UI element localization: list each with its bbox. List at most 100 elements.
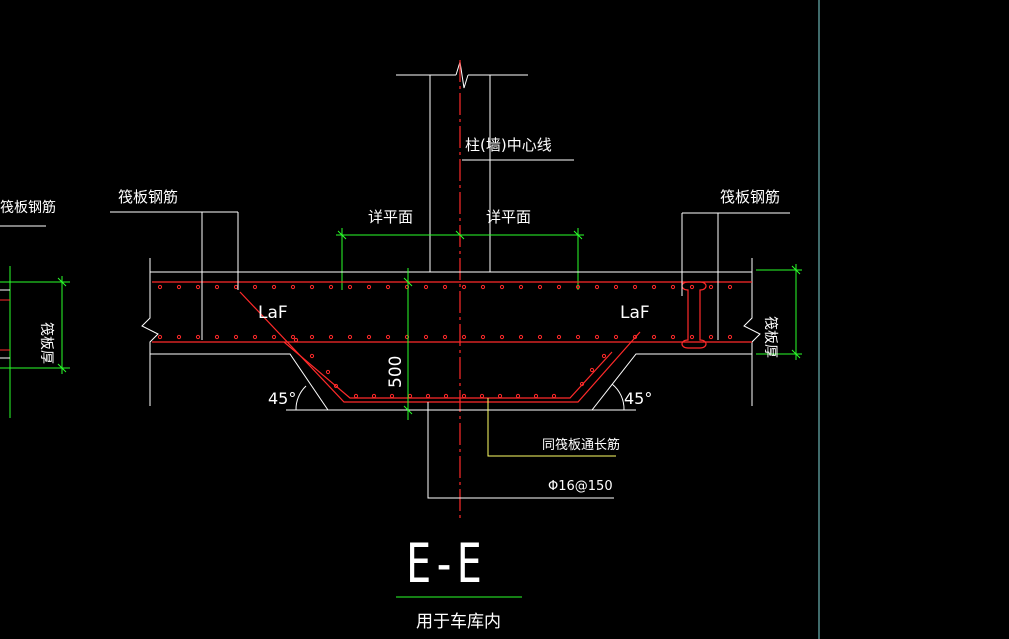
rebar-dot <box>293 337 299 343</box>
rebar-dot <box>366 284 372 290</box>
rebar-dot <box>290 284 296 290</box>
rebar-dot <box>533 393 539 399</box>
rebar-dot <box>385 284 391 290</box>
rebar-dot <box>480 284 486 290</box>
rebar-dot <box>214 284 220 290</box>
rebar-dot <box>479 393 485 399</box>
rebar-dot <box>366 334 372 340</box>
rebar-dot <box>425 393 431 399</box>
section-note: 用于车库内 <box>416 612 501 632</box>
rebar-dot <box>601 353 607 359</box>
rebar-dot <box>708 284 714 290</box>
rebar-dot <box>594 284 600 290</box>
label-raft-rebar-far-left: 筏板钢筋 <box>0 199 56 216</box>
rebar-dot <box>461 284 467 290</box>
label-see-plan-left: 详平面 <box>368 208 413 226</box>
rebar-dot <box>195 334 201 340</box>
label-column-centerline: 柱(墙)中心线 <box>465 136 552 154</box>
rebar-dot <box>371 393 377 399</box>
bottom-leaders <box>427 398 616 499</box>
rebar-dot <box>497 393 503 399</box>
rebar-dot <box>670 334 676 340</box>
rebar-dot <box>594 334 600 340</box>
rebar-dot <box>309 284 315 290</box>
rebar-dot <box>389 393 395 399</box>
label-depth-500: 500 <box>386 356 406 388</box>
rebar-dot <box>651 284 657 290</box>
rebar-dot <box>689 334 695 340</box>
label-laf-right: LaF <box>620 303 650 323</box>
rebar-dot <box>325 369 331 375</box>
rebar-dot <box>271 334 277 340</box>
rebar-dot <box>632 334 638 340</box>
right-rebar-leader <box>681 212 790 340</box>
rebar-dot <box>727 284 733 290</box>
rebar-dot <box>347 334 353 340</box>
rebar-dot <box>176 284 182 290</box>
rebar-dot <box>271 284 277 290</box>
rebar-dot <box>442 334 448 340</box>
rebar-lines <box>152 281 752 403</box>
rebar-dot <box>589 367 595 373</box>
label-rebar-spec: Φ16@150 <box>548 479 613 494</box>
rebar-dot <box>689 284 695 290</box>
rebar-dot <box>551 393 557 399</box>
label-laf-left: LaF <box>258 303 288 323</box>
rebar-dot <box>157 284 163 290</box>
rebar-dot <box>575 284 581 290</box>
rebar-dot <box>233 334 239 340</box>
rebar-dot <box>309 353 315 359</box>
column-wall <box>396 61 528 272</box>
rebar-dot <box>518 334 524 340</box>
rebar-dot <box>252 334 258 340</box>
label-raft-thickness-right: 筏板厚 <box>762 316 779 358</box>
rebar-dot <box>407 393 413 399</box>
rebar-dot <box>651 334 657 340</box>
rebar-dot <box>461 393 467 399</box>
label-raft-rebar-left: 筏板钢筋 <box>118 188 178 206</box>
right-thickness-dimension <box>756 264 802 360</box>
label-see-plan-right: 详平面 <box>486 208 531 226</box>
rebar-dot <box>499 334 505 340</box>
see-plan-dimension <box>336 228 584 290</box>
rebar-dot <box>309 334 315 340</box>
rebar-dot <box>537 284 543 290</box>
rebar-dot <box>353 393 359 399</box>
rebar-dot <box>404 334 410 340</box>
label-raft-rebar-right: 筏板钢筋 <box>720 188 780 206</box>
rebar-dot <box>443 393 449 399</box>
rebar-dot <box>385 334 391 340</box>
rebar-dot <box>333 383 339 389</box>
rebar-dot <box>195 284 201 290</box>
rebar-dot <box>328 334 334 340</box>
rebar-dot <box>632 284 638 290</box>
label-same-as-raft-long: 同筏板通长筋 <box>542 437 620 453</box>
label-raft-thickness-left: 筏板厚 <box>38 322 55 364</box>
angle-marks <box>286 383 636 411</box>
rebar-dot <box>613 334 619 340</box>
rebar-dot <box>214 334 220 340</box>
rebar-dots <box>157 284 733 399</box>
rebar-dot <box>518 284 524 290</box>
rebar-dot <box>727 334 733 340</box>
rebar-dot <box>157 334 163 340</box>
rebar-dot <box>480 334 486 340</box>
rebar-dot <box>233 284 239 290</box>
depth-dimension <box>403 268 413 420</box>
rebar-dot <box>423 284 429 290</box>
rebar-dot <box>442 284 448 290</box>
left-rebar-leader <box>110 211 239 340</box>
rebar-dot <box>556 284 562 290</box>
label-angle-left: 45° <box>268 389 296 408</box>
rebar-dot <box>556 334 562 340</box>
raft-concrete-outline <box>141 258 761 411</box>
label-angle-right: 45° <box>624 389 652 408</box>
rebar-dot <box>708 334 714 340</box>
rebar-dot <box>579 381 585 387</box>
rebar-dot <box>515 393 521 399</box>
left-partial-detail <box>0 225 70 418</box>
rebar-dot <box>537 334 543 340</box>
rebar-dot <box>423 334 429 340</box>
rebar-dot <box>613 284 619 290</box>
